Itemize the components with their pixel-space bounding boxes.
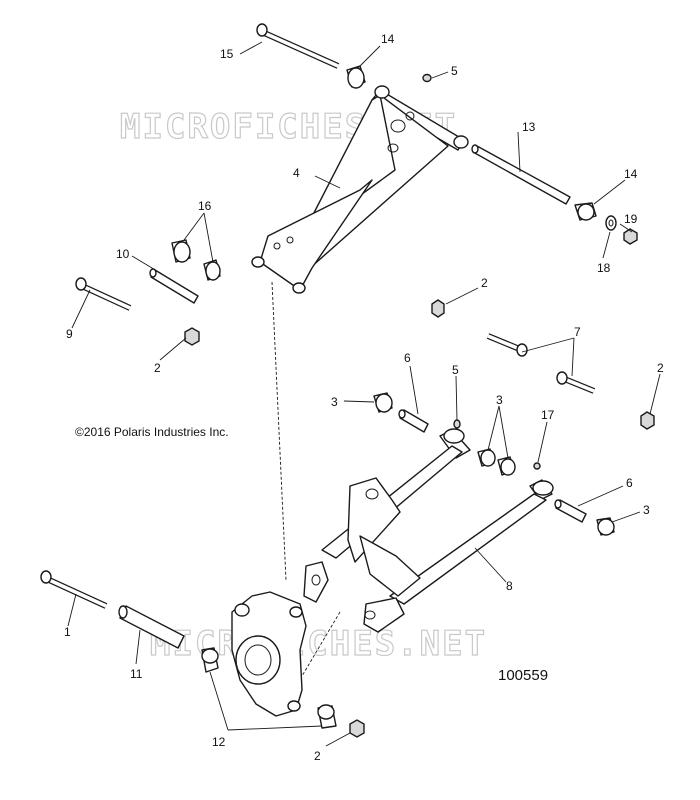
callout-2: 2 [154,361,161,375]
callout-6: 6 [626,476,633,490]
upper-a-arm-4 [251,85,469,294]
callout-3: 3 [643,503,650,517]
figure-number: 100559 [498,667,548,684]
callout-8: 8 [506,579,513,593]
leader-lines [67,41,661,747]
callout-7: 7 [574,325,581,339]
nut-2a [184,327,200,346]
callout-14: 14 [624,167,638,181]
callout-5: 5 [452,363,459,377]
bushing-14b [574,202,597,221]
callout-10: 10 [116,247,130,261]
bushing-12a [201,647,219,673]
sleeve-6b [554,499,587,523]
callout-2: 2 [481,276,488,290]
bolt-9 [75,277,132,311]
nut-2b [431,299,445,318]
nut-2c [640,411,655,430]
nut-19 [623,228,638,245]
bushing-12b [317,704,337,729]
washer-18 [605,215,617,231]
callout-17: 17 [541,408,555,422]
bolt-7b [556,371,596,394]
callout-3: 3 [496,393,503,407]
bushing-16a [171,239,191,263]
bushing-3d [596,517,615,536]
knuckle [231,591,307,717]
callout-15: 15 [220,47,234,61]
fitting-5a [422,73,432,83]
callout-14: 14 [381,32,395,46]
bushing-3a [373,392,393,413]
callout-11: 11 [130,667,143,681]
alignment-line-b [301,611,341,677]
pin-13 [471,144,571,205]
callout-18: 18 [597,261,611,275]
callout-19: 19 [624,212,638,226]
sleeve-11 [118,605,185,649]
callout-12: 12 [212,735,226,749]
bushing-14a [346,65,366,89]
callout-13: 13 [522,120,536,134]
grease-fitting-17 [533,462,541,470]
bolt-15 [256,23,340,69]
callout-6: 6 [404,351,411,365]
sleeve-10 [149,268,199,304]
watermark-bottom: MICROFICHES.NET [150,624,487,664]
callout-16: 16 [198,199,212,213]
callout-3: 3 [331,395,338,409]
bolt-7a [486,333,528,357]
bushing-3c [497,456,516,476]
callout-9: 9 [66,327,73,341]
sleeve-6a [398,409,429,433]
alignment-line-a [271,281,287,581]
nut-2d [349,719,365,738]
callout-4: 4 [293,166,300,180]
callouts: 15 14 5 13 14 19 18 4 16 10 9 2 2 7 2 6 … [64,32,664,763]
bolt-1 [40,570,108,609]
callout-1: 1 [64,625,71,639]
copyright-notice: ©2016 Polaris Industries Inc. [75,425,229,439]
callout-2: 2 [314,749,321,763]
callout-2: 2 [657,361,664,375]
bushing-3b [477,448,496,467]
lower-a-arm-8 [303,428,554,633]
callout-5: 5 [451,64,458,78]
bushing-16b [203,259,221,281]
fitting-5b [453,419,461,429]
